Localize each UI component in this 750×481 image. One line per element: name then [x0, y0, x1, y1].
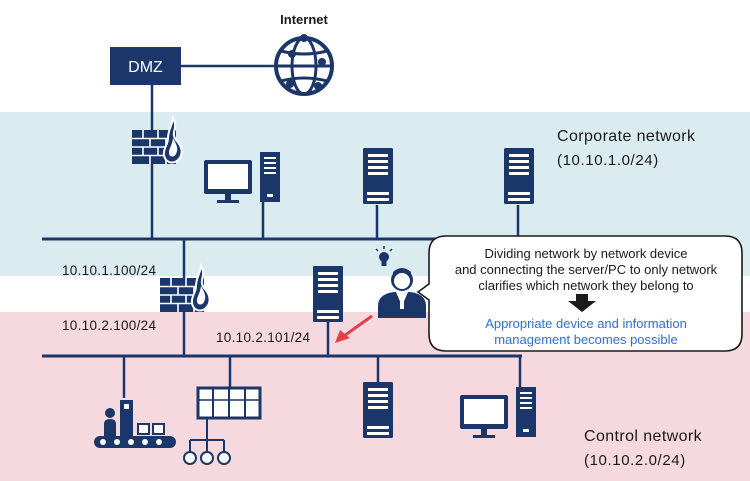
callout-line: Dividing network by network device — [484, 246, 688, 261]
corporate-network-title: Corporate network — [557, 128, 696, 145]
control-network-subnet: (10.10.2.0/24) — [584, 452, 686, 469]
globe-icon — [274, 34, 334, 96]
dmz-box — [110, 47, 181, 85]
callout-text: Dividing network by network device and c… — [432, 246, 740, 294]
tower-server-icon — [363, 382, 393, 438]
callout-bubble — [416, 235, 743, 352]
factory-conveyor-icon — [94, 400, 176, 448]
tower-server-icon — [363, 148, 393, 204]
tower-server-icon — [313, 266, 343, 322]
dmz-label: DMZ — [128, 59, 163, 76]
callout-result: Appropriate device and information manag… — [432, 316, 740, 348]
server-ip: 10.10.2.101/24 — [216, 330, 311, 345]
controller-tree-icon — [183, 386, 262, 465]
callout-line: clarifies which network they belong to — [478, 278, 694, 293]
pointer-arrow — [335, 314, 373, 343]
internet-label: Internet — [280, 12, 328, 27]
callout-line: and connecting the server/PC to only net… — [454, 262, 718, 277]
callout-result-line: management becomes possible — [494, 332, 678, 347]
firewall-upper-ip: 10.10.1.100/24 — [62, 263, 157, 278]
tower-server-icon — [504, 148, 534, 204]
callout-result-line: Appropriate device and information — [485, 316, 687, 331]
lightbulb-icon — [375, 246, 393, 266]
user-icon — [378, 268, 426, 318]
firewall-lower-ip: 10.10.2.100/24 — [62, 318, 157, 333]
control-network-title: Control network — [584, 428, 703, 445]
down-arrow-icon — [568, 294, 596, 312]
corporate-network-subnet: (10.10.1.0/24) — [557, 152, 659, 169]
